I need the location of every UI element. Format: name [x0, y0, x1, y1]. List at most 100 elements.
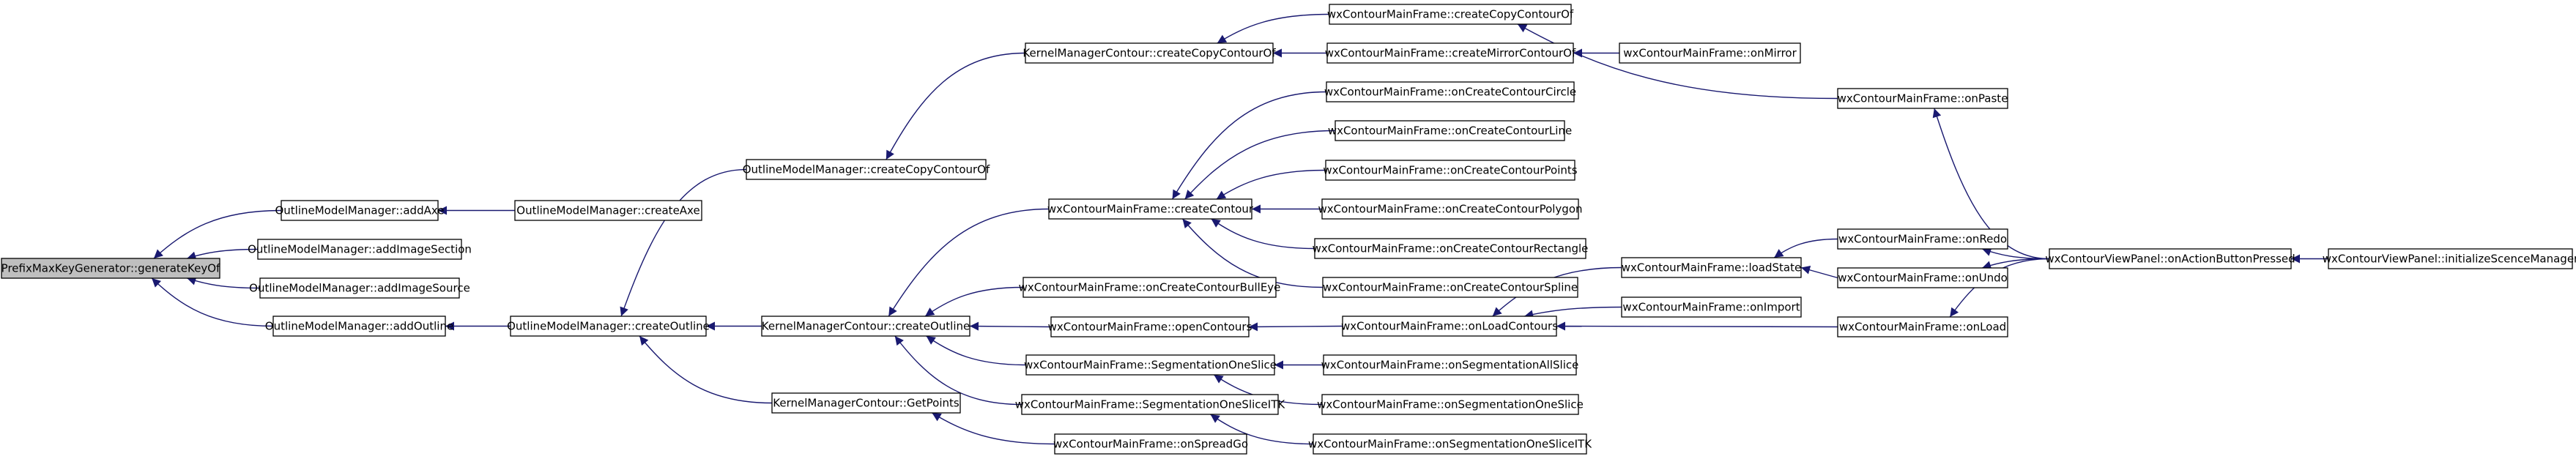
node-kmc-create-copy-contour-of[interactable]: KernelManagerContour::createCopyContourO…	[1022, 42, 1276, 64]
edge-add-outline-to-generate-key-of	[151, 277, 274, 327]
node-box	[1022, 277, 1277, 298]
node-wx-on-mirror[interactable]: wxContourMainFrame::onMirror	[1619, 42, 1801, 64]
node-kmc-get-points[interactable]: KernelManagerContour::GetPoints	[771, 392, 961, 414]
node-wx-on-paste[interactable]: wxContourMainFrame::onPaste	[1837, 88, 2008, 109]
node-wx-create-copy-contour-of[interactable]: wxContourMainFrame::createCopyContourOf	[1327, 4, 1574, 25]
edge-wx-on-segmentation-one-slice-itk-to-wx-segmentation-one-slice-itk	[1210, 414, 1314, 445]
edge-kmc-get-points-to-omm-create-outline	[639, 335, 773, 404]
node-box	[1048, 198, 1252, 220]
edge-kmc-create-copy-contour-of-to-omm-create-copy-contour-of	[886, 52, 1026, 160]
node-box	[1321, 198, 1579, 220]
node-box	[1621, 296, 1802, 318]
node-omm-create-outline[interactable]: OutlineModelManager::createOutline	[507, 316, 710, 337]
edge-wx-create-contour-to-kmc-create-outline	[888, 208, 1050, 317]
edge-wx-open-contours-to-kmc-create-outline	[969, 321, 1052, 331]
node-label: wxContourMainFrame::onCreateContourSplin…	[1323, 281, 1578, 294]
edge-wx-create-copy-contour-of-to-kmc-create-copy-contour-of	[1217, 13, 1330, 44]
edge-add-axe-to-generate-key-of	[153, 209, 282, 259]
node-wx-segmentation-one-slice-itk[interactable]: wxContourMainFrame::SegmentationOneSlice…	[1015, 394, 1286, 415]
node-label: wxContourMainFrame::SegmentationOneSlice…	[1015, 398, 1286, 411]
node-label: OutlineModelManager::addImageSection	[248, 243, 472, 256]
edge-wx-on-paste-to-wx-create-copy-contour-of	[1517, 23, 1838, 100]
node-label: wxContourMainFrame::onCreateContourPoint…	[1323, 164, 1577, 177]
node-wx-on-segmentation-one-slice-itk[interactable]: wxContourMainFrame::onSegmentationOneSli…	[1308, 433, 1592, 455]
edge-wx-on-load-to-wx-on-load-contours	[1556, 321, 1838, 331]
node-box	[1025, 42, 1274, 64]
node-box	[746, 159, 987, 180]
node-wx-on-create-contour-bulleye[interactable]: wxContourMainFrame::onCreateContourBullE…	[1019, 277, 1281, 298]
node-add-image-source[interactable]: OutlineModelManager::addImageSource	[249, 277, 470, 299]
node-wx-on-redo[interactable]: wxContourMainFrame::onRedo	[1837, 228, 2008, 250]
node-label: PrefixMaxKeyGenerator::generateKeyOf	[1, 262, 220, 275]
node-box	[1837, 228, 2008, 250]
node-box	[1837, 88, 2008, 109]
node-label: wxContourMainFrame::onPaste	[1838, 92, 2008, 105]
node-wx-on-segmentation-one-slice[interactable]: wxContourMainFrame::onSegmentationOneSli…	[1317, 394, 1584, 415]
node-omm-create-copy-contour-of[interactable]: OutlineModelManager::createCopyContourOf	[743, 159, 990, 180]
node-box	[2328, 248, 2573, 269]
edges	[151, 13, 2328, 445]
node-panel-initialize-scence-manager[interactable]: wxContourViewPanel::initializeScenceMana…	[2323, 248, 2576, 269]
node-label: wxContourViewPanel::initializeScenceMana…	[2323, 253, 2576, 266]
node-label: wxContourMainFrame::createCopyContourOf	[1327, 8, 1574, 21]
node-wx-on-create-contour-polygon[interactable]: wxContourMainFrame::onCreateContourPolyg…	[1318, 198, 1583, 220]
node-wx-create-contour[interactable]: wxContourMainFrame::createContour	[1047, 198, 1254, 220]
node-add-image-section[interactable]: OutlineModelManager::addImageSection	[248, 239, 472, 260]
node-wx-on-undo[interactable]: wxContourMainFrame::onUndo	[1837, 267, 2008, 288]
node-box	[1322, 277, 1578, 298]
node-box	[1335, 120, 1565, 141]
node-wx-on-create-contour-line[interactable]: wxContourMainFrame::onCreateContourLine	[1328, 120, 1572, 141]
nodes: PrefixMaxKeyGenerator::generateKeyOf Out…	[1, 4, 2576, 455]
edge-add-image-source-to-generate-key-of	[187, 277, 261, 289]
node-label: wxContourMainFrame::onUndo	[1838, 272, 2008, 285]
edge-wx-on-import-to-wx-on-load-contours	[1524, 306, 1622, 319]
node-wx-segmentation-one-slice[interactable]: wxContourMainFrame::SegmentationOneSlice	[1024, 354, 1277, 376]
node-box	[272, 316, 446, 337]
node-box	[1323, 354, 1577, 376]
node-panel-on-action-button-pressed[interactable]: wxContourViewPanel::onActionButtonPresse…	[2045, 248, 2295, 269]
edge-wx-segmentation-one-slice-to-kmc-create-outline	[926, 335, 1027, 366]
node-label: wxContourMainFrame::onCreateContourBullE…	[1019, 281, 1281, 294]
node-wx-on-create-contour-circle[interactable]: wxContourMainFrame::onCreateContourCircl…	[1324, 81, 1576, 102]
node-box	[771, 392, 961, 414]
node-box	[1325, 160, 1575, 181]
node-label: OutlineModelManager::addOutline	[265, 320, 453, 333]
node-wx-on-create-contour-rectangle[interactable]: wxContourMainFrame::onCreateContourRecta…	[1313, 238, 1589, 259]
node-label: OutlineModelManager::createCopyContourOf	[743, 163, 990, 176]
edge-wx-on-create-contour-points-to-wx-create-contour	[1216, 169, 1326, 200]
node-wx-on-create-contour-points[interactable]: wxContourMainFrame::onCreateContourPoint…	[1323, 160, 1578, 181]
node-label: wxContourMainFrame::onCreateContourRecta…	[1313, 242, 1589, 255]
node-wx-on-create-contour-spline[interactable]: wxContourMainFrame::onCreateContourSplin…	[1322, 277, 1578, 298]
node-box	[257, 239, 462, 260]
node-add-axe[interactable]: OutlineModelManager::addAxe	[275, 200, 445, 221]
node-wx-on-spread-go[interactable]: wxContourMainFrame::onSpreadGo	[1053, 433, 1248, 455]
node-label: OutlineModelManager::addAxe	[275, 204, 444, 217]
node-label: wxContourMainFrame::onSegmentationOneSli…	[1317, 398, 1584, 411]
node-box	[1326, 42, 1574, 64]
edge-wx-segmentation-one-slice-itk-to-kmc-create-outline	[894, 335, 1022, 406]
node-label: wxContourMainFrame::SegmentationOneSlice	[1024, 359, 1277, 372]
node-box	[1621, 257, 1802, 278]
node-box	[514, 200, 702, 221]
node-box	[1321, 394, 1579, 415]
node-add-outline[interactable]: OutlineModelManager::addOutline	[265, 316, 453, 337]
node-create-axe[interactable]: OutlineModelManager::createAxe	[514, 200, 702, 221]
node-label: wxContourMainFrame::onLoad	[1839, 321, 2006, 334]
node-box	[1837, 267, 2008, 288]
node-wx-load-state[interactable]: wxContourMainFrame::loadState	[1621, 257, 1802, 278]
node-box	[259, 277, 460, 299]
node-label: wxContourViewPanel::onActionButtonPresse…	[2045, 253, 2295, 266]
node-box	[281, 200, 439, 221]
node-wx-on-load[interactable]: wxContourMainFrame::onLoad	[1837, 316, 2008, 337]
node-wx-on-load-contours[interactable]: wxContourMainFrame::onLoadContours	[1341, 316, 1558, 337]
node-wx-create-mirror-contour-of[interactable]: wxContourMainFrame::createMirrorContourO…	[1325, 42, 1576, 64]
node-wx-open-contours[interactable]: wxContourMainFrame::openContours	[1048, 316, 1252, 337]
node-wx-on-import[interactable]: wxContourMainFrame::onImport	[1621, 296, 1802, 318]
node-label: wxContourMainFrame::onImport	[1622, 301, 1800, 314]
edge-add-image-section-to-generate-key-of	[187, 248, 259, 261]
node-generate-key-of[interactable]: PrefixMaxKeyGenerator::generateKeyOf	[1, 258, 220, 279]
node-label: wxContourMainFrame::createMirrorContourO…	[1325, 47, 1576, 60]
node-kmc-create-outline[interactable]: KernelManagerContour::createOutline	[761, 316, 970, 337]
node-wx-on-segmentation-all-slice[interactable]: wxContourMainFrame::onSegmentationAllSli…	[1321, 354, 1579, 376]
